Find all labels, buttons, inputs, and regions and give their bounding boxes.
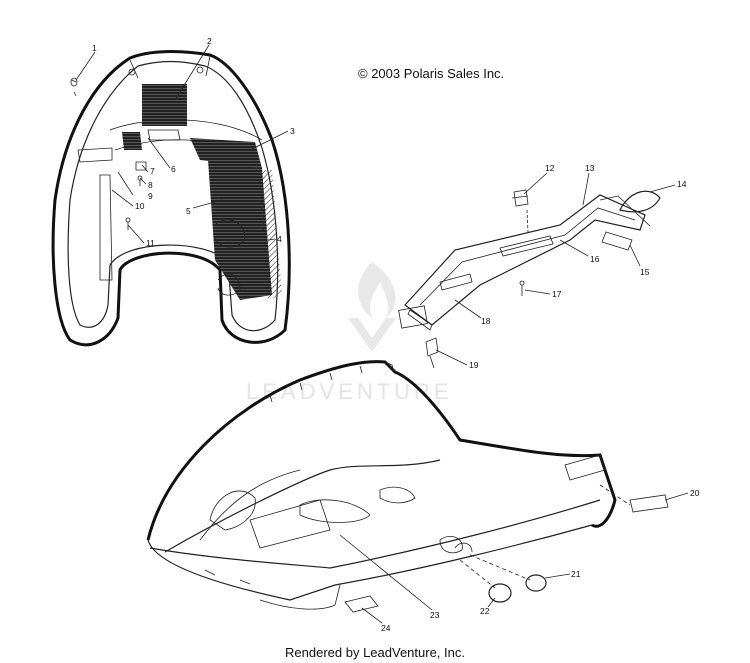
callout-11: 11 [146,238,155,248]
callout-17: 17 [552,289,562,299]
cap-22 [488,583,512,603]
callout-21: 21 [571,569,581,579]
hull-top-view [51,50,291,347]
callout-15: 15 [640,267,650,277]
callout-20: 20 [690,488,700,498]
callout-14: 14 [677,179,687,189]
leader-lines [75,44,689,624]
plug-21 [525,574,547,592]
callout-24: 24 [381,623,391,633]
callout-16: 16 [590,254,600,264]
callout-19: 19 [469,360,479,370]
callout-2: 2 [207,36,212,46]
callout-22: 22 [480,606,490,616]
pad-24 [344,595,379,613]
callout-13: 13 [585,163,595,173]
callout-5: 5 [186,206,191,216]
callout-7: 7 [150,166,155,176]
seat-pad-decal [142,84,187,126]
callout-8: 8 [148,180,153,190]
watermark-text: LEADVENTURE [246,379,453,404]
callout-23: 23 [430,610,440,620]
callout-18: 18 [481,316,491,326]
callout-12: 12 [545,163,555,173]
decal-20 [629,494,669,513]
callout-6: 6 [171,164,176,174]
callout-3: 3 [290,126,295,136]
callout-labels: 1 2 3 4 5 6 7 8 9 10 11 12 13 14 15 16 1… [92,36,700,633]
callout-9: 9 [148,191,153,201]
hull-side-view [146,360,669,613]
callout-4: 4 [277,234,282,244]
leadventure-watermark: LEADVENTURE [246,262,453,404]
decal-15 [601,231,633,251]
copyright-notice: © 2003 Polaris Sales Inc. [358,66,505,81]
callout-10: 10 [135,201,145,211]
storage-tray-view [398,189,661,369]
callout-1: 1 [92,43,97,53]
pin-tabs [269,365,363,403]
footer-credit: Rendered by LeadVenture, Inc. [285,645,465,660]
